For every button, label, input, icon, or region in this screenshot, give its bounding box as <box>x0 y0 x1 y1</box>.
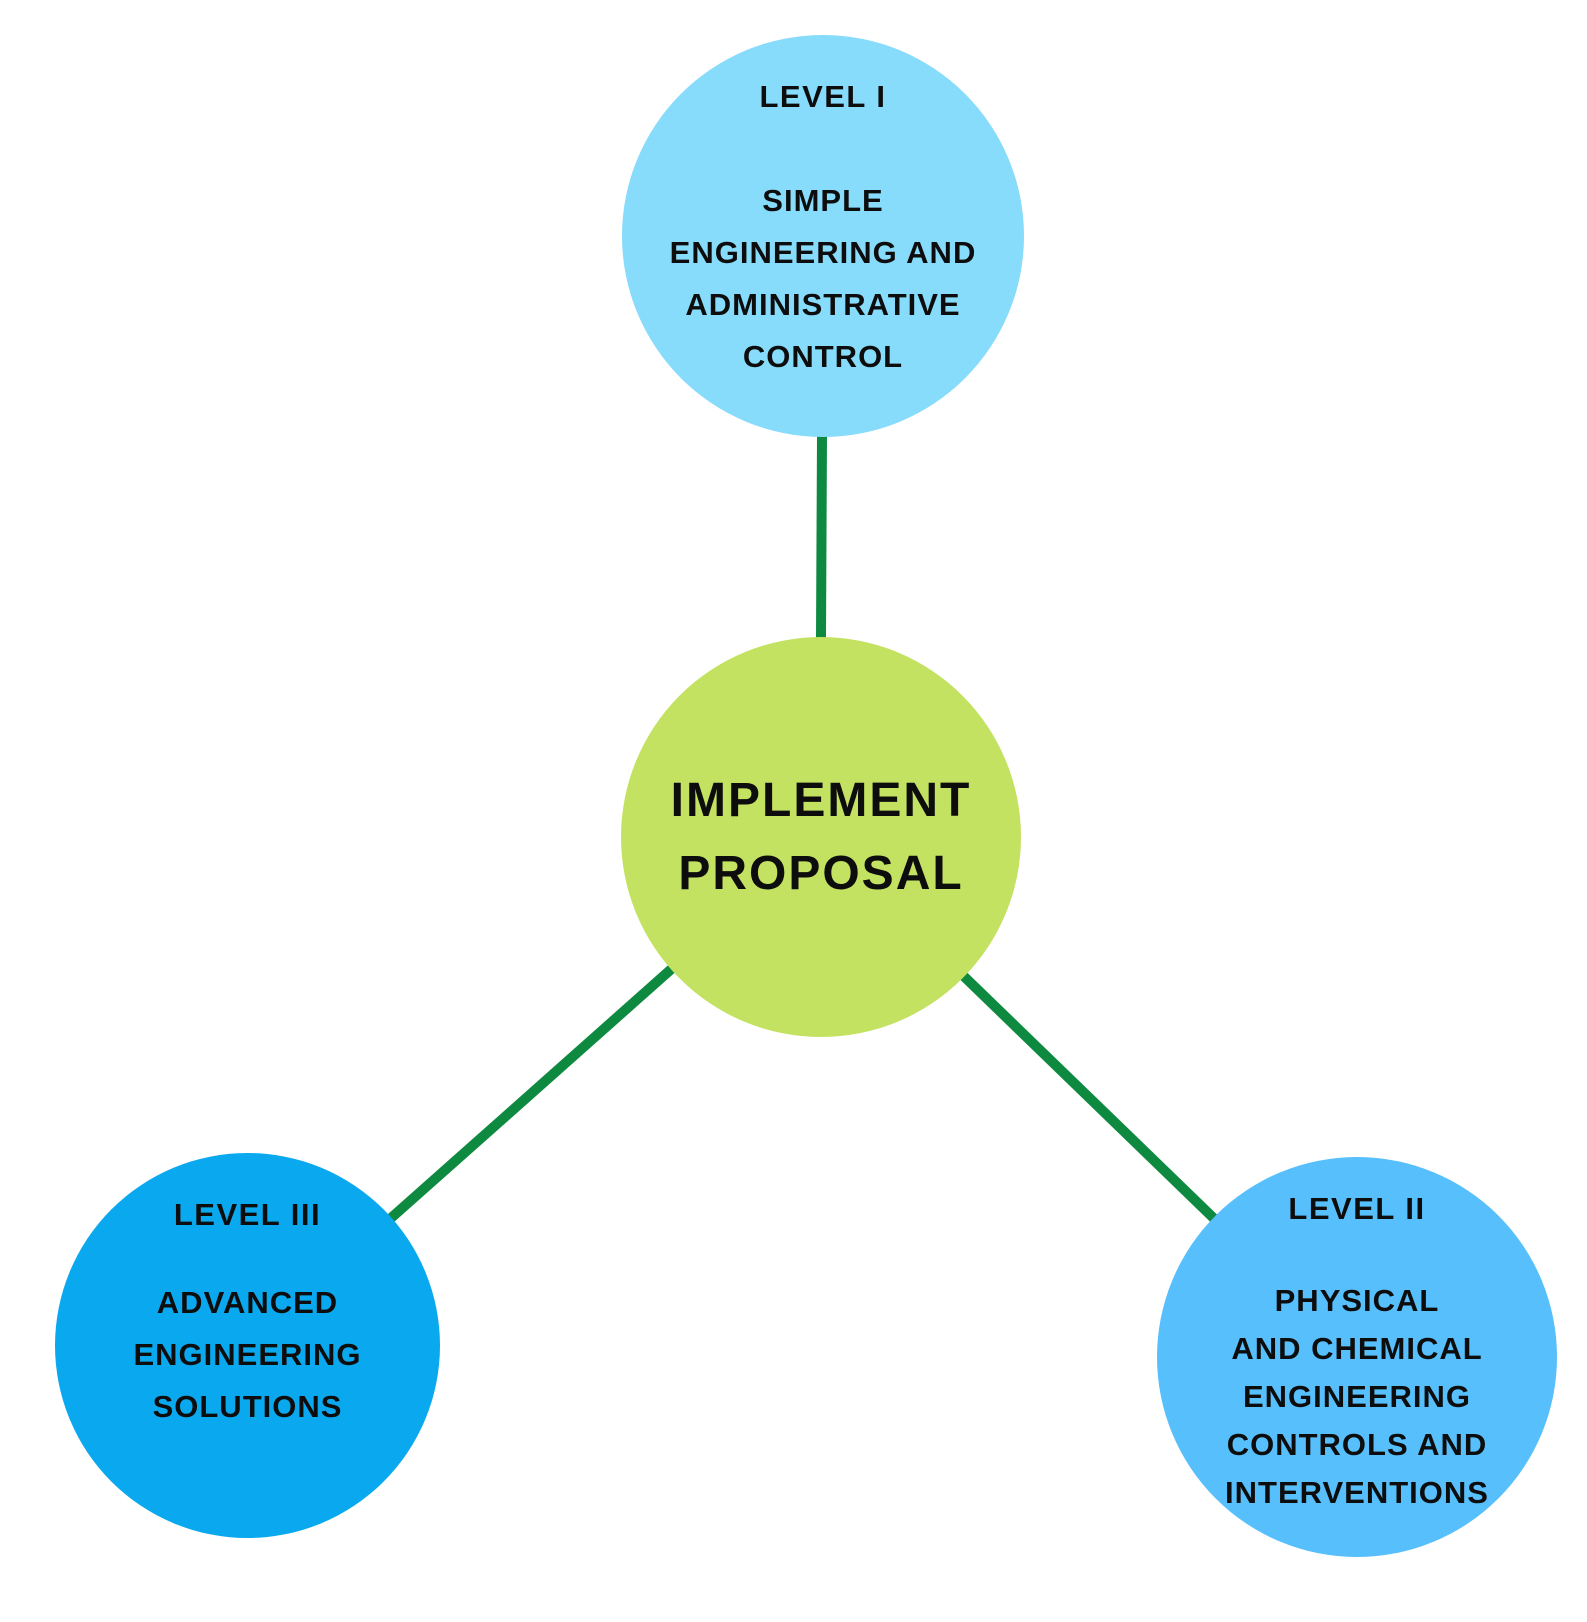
node-level-3: LEVEL III ADVANCED ENGINEERING SOLUTIONS <box>55 1153 440 1538</box>
node-implement-proposal: IMPLEMENT PROPOSAL <box>621 637 1021 1037</box>
node-implement-proposal-label: IMPLEMENT PROPOSAL <box>670 774 972 900</box>
node-level-1: LEVEL I SIMPLE ENGINEERING AND ADMINISTR… <box>622 35 1024 437</box>
node-level-2: LEVEL II PHYSICAL AND CHEMICAL ENGINEERI… <box>1157 1157 1557 1557</box>
node-level-3-title: LEVEL III <box>173 1197 322 1232</box>
node-level-2-title: LEVEL II <box>1288 1191 1426 1226</box>
node-level-1-body: SIMPLE ENGINEERING AND ADMINISTRATIVE CO… <box>669 183 977 374</box>
node-level-3-body: ADVANCED ENGINEERING SOLUTIONS <box>133 1285 362 1424</box>
node-level-2-body: PHYSICAL AND CHEMICAL ENGINEERING CONTRO… <box>1225 1283 1489 1510</box>
node-level-1-title: LEVEL I <box>759 79 887 114</box>
